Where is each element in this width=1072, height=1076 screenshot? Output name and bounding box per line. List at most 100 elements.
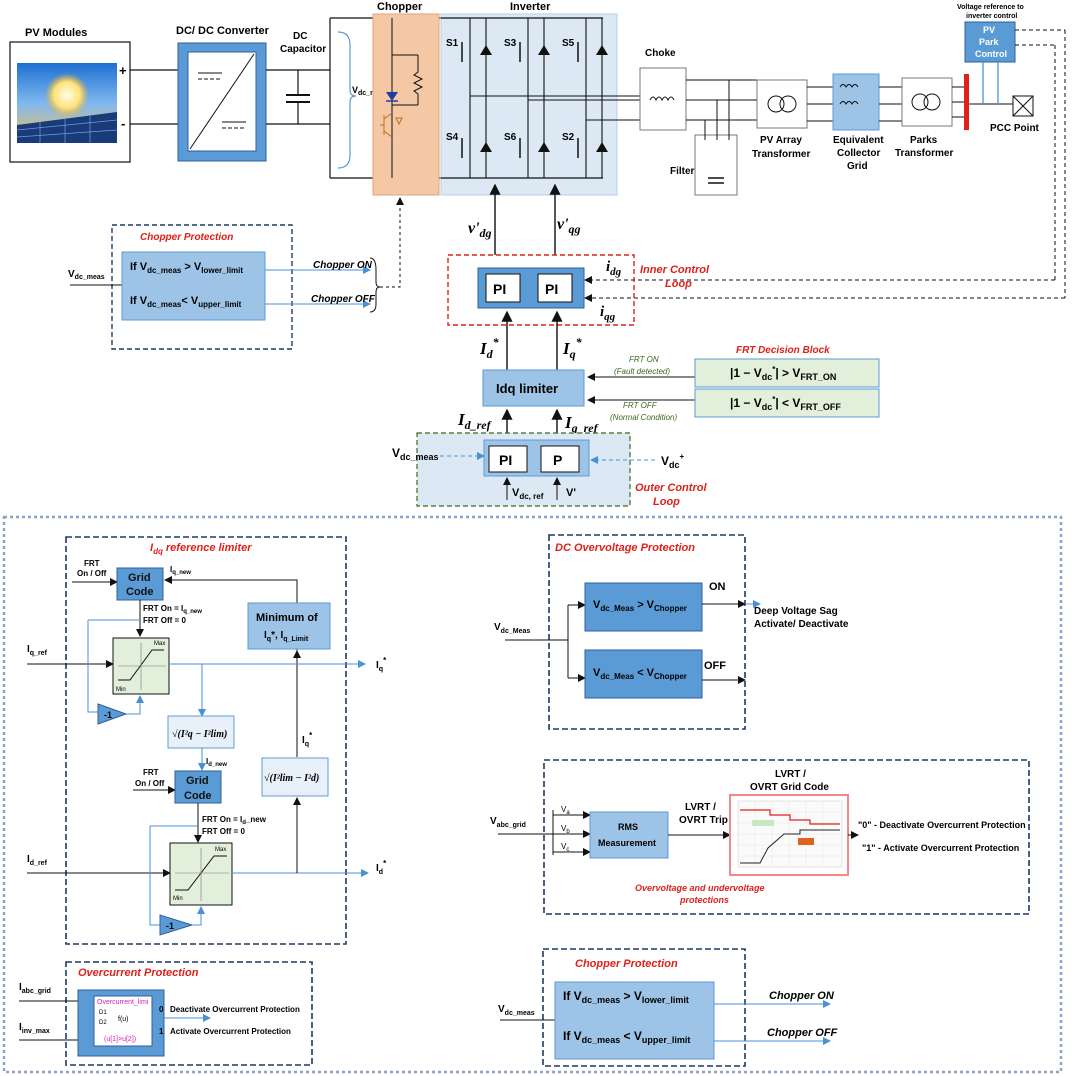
iq-star-output: Iq* (376, 656, 387, 673)
dc-cap-label-1: DC (293, 31, 307, 42)
minimum-of-label: Minimum of (256, 612, 318, 624)
idg-label: idg (606, 259, 622, 278)
frt-eq2: |1 − Vdc*| < VFRT_OFF (730, 395, 841, 412)
id-star-output: Id* (376, 859, 387, 876)
volt-ref-label-2: inverter control (966, 13, 1017, 20)
overcurrent-protection (65, 961, 313, 1066)
frt-onoff-2: On / Off (77, 569, 107, 578)
frt-off-sub-label: (Normal Condition) (610, 413, 677, 422)
overcurrent-block-fn: (u[1]>u[2]) (104, 1036, 136, 1043)
parks-label-2: Transformer (895, 148, 953, 159)
iabc-grid-input: Iabc_grid (19, 982, 51, 995)
v-prime-label: V' (566, 487, 576, 499)
dc-ov-b2: Vdc_Meas < VChopper (593, 667, 687, 681)
idq-reference-limiter (65, 536, 347, 945)
iq-new-label: Iq_new (170, 565, 191, 576)
pv-park-label-1: PV (983, 25, 995, 35)
grid-code-1-label: Grid (128, 572, 151, 584)
minimum-of-block (247, 602, 331, 650)
switch-s1: S1 (446, 38, 459, 49)
rms-label-1: RMS (618, 822, 638, 832)
outer-vdc-plus: Vdc+ (661, 452, 685, 470)
lvrt-caption-2: protections (679, 895, 729, 905)
idq-ref-limiter-title: Idq reference limiter (150, 542, 252, 556)
idq-limiter-label: Idq limiter (496, 381, 558, 396)
inverter-block (440, 13, 618, 196)
v-qg-label: v'qg (557, 216, 581, 236)
chopper-bottom-off: Chopper OFF (767, 1027, 838, 1039)
frt2-label-1: FRT (143, 768, 159, 777)
inner-loop-label: Inner Control (640, 264, 710, 276)
inverter-legs: S1 S3 S5 S4 S6 S2 (446, 18, 640, 178)
chopper-prot-input: Vdc_meas (68, 269, 105, 281)
out-1: 1 (159, 1027, 164, 1036)
pcc-label: PCC Point (990, 123, 1040, 134)
vb-label: Vb (561, 824, 570, 835)
max-label-2: Max (215, 847, 226, 853)
gain-neg1-block-2 (159, 914, 194, 936)
d1-label: D1 (99, 1010, 107, 1016)
iq-ref-input: Iq_ref (27, 644, 48, 657)
eq-label-1: Equivalent (833, 135, 884, 146)
id-ref-input: Id_ref (27, 854, 48, 867)
filter-block (694, 134, 738, 196)
iq-ref-label: Iq_ref (564, 413, 599, 435)
choke-label: Choke (645, 48, 676, 59)
grid-code-2-label-2: Code (184, 790, 212, 802)
rms-measurement-block (589, 811, 669, 859)
volt-ref-label-1: Voltage reference to (957, 4, 1024, 11)
frt-on-iq: FRT On = Iq_new (143, 604, 202, 615)
sqrt-block-1 (167, 715, 235, 749)
lvrt-trip-label-2: OVRT Trip (679, 815, 728, 826)
chopper-bottom-input: Vdc_meas (498, 1004, 535, 1017)
frt-eq2-block (694, 388, 880, 418)
frt-off-0: FRT Off = 0 (143, 616, 186, 625)
sqrt-2-label: √(I²lim − I²d) (264, 773, 319, 784)
dc-ov-title: DC Overvoltage Protection (555, 542, 695, 554)
dc-ov-off: OFF (704, 660, 726, 672)
minimum-of-label-2: Iq*, Iq_Limit (264, 630, 309, 643)
chopper-off-label: Chopper OFF (311, 294, 376, 305)
lvrt-out-1: "1" - Activate Overcurrent Protection (862, 843, 1019, 853)
outer-vdc-meas: Vdc_meas (392, 446, 439, 462)
inverter-label: Inverter (510, 1, 551, 13)
frt-eq1-block (694, 358, 880, 388)
frt-on-label: FRT ON (629, 355, 659, 364)
max-label-1: Max (154, 641, 165, 647)
grid-code-chart-image (729, 794, 849, 876)
iq-star-label: Iq* (562, 335, 583, 361)
dc-ov-input: Vdc_Meas (494, 622, 530, 635)
id-star-label: Id* (479, 335, 500, 361)
neg1-label-1: -1 (104, 710, 112, 720)
out-0: 0 (159, 1005, 164, 1014)
grid-code-1-label-2: Code (126, 586, 154, 598)
inner-control-loop (447, 254, 635, 326)
dc-ov-compare-1 (584, 582, 703, 632)
pcc-bus (964, 74, 969, 130)
switch-s4: S4 (446, 132, 459, 143)
frt2-label-2: On / Off (135, 779, 165, 788)
rms-label-2: Measurement (598, 838, 656, 848)
chopper-prot-line1: If Vdc_meas > Vlower_limit (130, 261, 243, 275)
frt-decision-title: FRT Decision Block (736, 345, 830, 356)
min-label-1: Min (116, 687, 126, 693)
dc-ov-compare-2 (584, 649, 703, 699)
inner-loop-label-2: Loop (665, 278, 692, 290)
vdc-ref-label: Vdc, ref (512, 487, 544, 501)
chopper-bottom-on: Chopper ON (769, 990, 835, 1002)
iinv-max-input: Iinv_max (19, 1022, 50, 1035)
pi-block-3 (488, 445, 528, 473)
lvrt-caption-1: Overvoltage and undervoltage (635, 883, 765, 893)
va-label: Va (561, 805, 570, 816)
plus-sign: + (119, 63, 127, 78)
switch-s6: S6 (504, 132, 517, 143)
dc-cap-label-2: Capacitor (280, 44, 326, 55)
dc-ov-out-2: Activate/ Deactivate (754, 619, 849, 630)
chopper-prot-title: Chopper Protection (140, 232, 233, 243)
switch-s5: S5 (562, 38, 575, 49)
parks-transformer (901, 77, 953, 127)
id-new-label: Id_new (206, 757, 227, 768)
vc-label: Vc (561, 842, 569, 853)
pv-array-label-2: Transformer (752, 149, 810, 160)
